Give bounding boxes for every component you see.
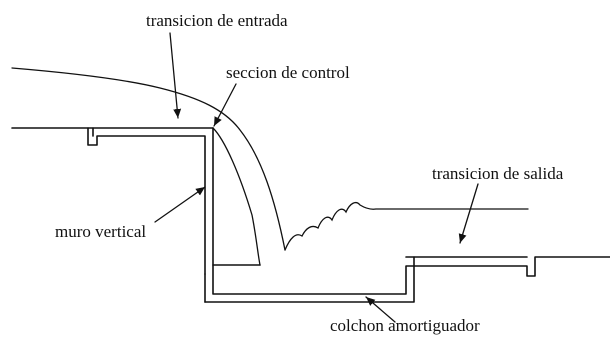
- control-section-label: seccion de control: [226, 63, 350, 82]
- drop-wall-and-basin: [204, 127, 610, 303]
- entry-transition-label: transicion de entrada: [146, 11, 288, 30]
- falling-nappe: [212, 127, 261, 266]
- upstream-water-surface: [11, 67, 286, 251]
- exit-transition-label: transicion de salida: [432, 164, 564, 183]
- exit-transition-arrow: [458, 183, 479, 244]
- vertical-wall-arrow: [154, 186, 206, 223]
- upstream-channel-bed: [11, 127, 214, 275]
- hydraulic-jump: [284, 201, 529, 251]
- control-section-arrow: [213, 83, 237, 127]
- entry-transition-arrow: [169, 32, 182, 119]
- vertical-wall-label: muro vertical: [55, 222, 146, 241]
- stilling-basin-arrow: [365, 296, 396, 323]
- stilling-basin-label: colchon amortiguador: [330, 316, 480, 335]
